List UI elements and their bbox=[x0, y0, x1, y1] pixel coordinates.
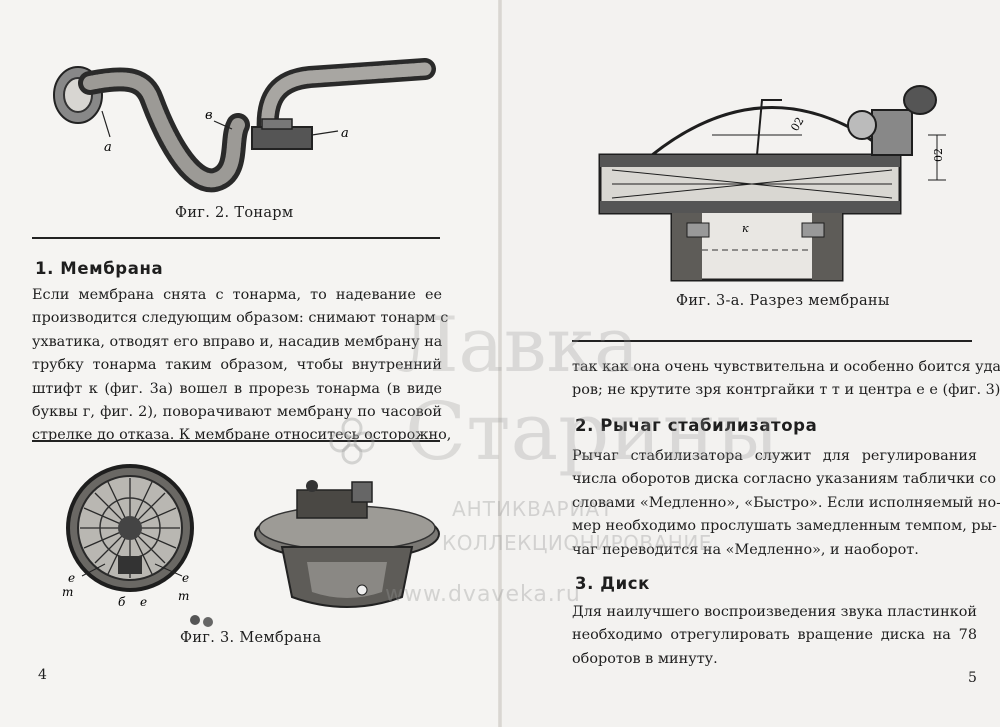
text-line: производится следующим образом: снимают … bbox=[32, 310, 449, 327]
fig3-label-e1: е bbox=[68, 571, 75, 585]
fig2-label-v: в bbox=[205, 108, 213, 123]
right-page bbox=[500, 0, 1000, 727]
fig3-label-b: б bbox=[118, 595, 126, 609]
section3-paragraph: Для наилучшего воспроизведения звука пла… bbox=[572, 601, 977, 671]
text-line: мер необходимо прослушать замедленным те… bbox=[572, 518, 997, 535]
membrane-cross-section-illustration: 02 02 к bbox=[598, 85, 946, 282]
membrane-front-illustration: е т б е т е bbox=[62, 464, 194, 609]
section1-heading: 1. Мембрана bbox=[35, 259, 164, 278]
continuation-paragraph: так как она очень чувствительна и особен… bbox=[572, 356, 1000, 403]
text-line: оборотов в минуту. bbox=[572, 650, 718, 667]
section2-heading: 2. Рычаг стабилизатора bbox=[575, 416, 818, 435]
fig2-label-a-right: а bbox=[341, 126, 349, 141]
fig2-label-a-left: а bbox=[104, 140, 112, 155]
text-line: ров; не крутите зря контргайки т т и цен… bbox=[572, 382, 1000, 399]
text-line: чаг переводится на «Медленно», и наоборо… bbox=[572, 541, 919, 558]
fig3-label-t2: т bbox=[178, 589, 189, 603]
section2-paragraph: Рычаг стабилизатора служит для регулиров… bbox=[572, 445, 1000, 562]
fig3a-dim-label-right: 02 bbox=[932, 148, 945, 162]
text-line: так как она очень чувствительна и особен… bbox=[572, 359, 1000, 375]
screw-parts-illustration bbox=[190, 615, 213, 627]
text-line: буквы г, фиг. 2), поворачивают мембрану … bbox=[32, 404, 442, 421]
section3-heading: 3. Диск bbox=[575, 574, 650, 593]
text-line: числа оборотов диска согласно указаниям … bbox=[572, 471, 996, 488]
text-line: Для наилучшего воспроизведения звука пла… bbox=[572, 604, 977, 620]
text-line: словами «Медленно», «Быстро». Если испол… bbox=[572, 494, 1000, 511]
divider bbox=[32, 237, 440, 239]
fig3-label-e3: е bbox=[140, 595, 147, 609]
fig3-label-e2: е bbox=[182, 571, 189, 585]
membrane-side-illustration bbox=[254, 480, 440, 608]
text-line: Если мембрана снята с тонарма, то надева… bbox=[32, 287, 442, 303]
section1-paragraph: Если мембрана снята с тонарма, то надева… bbox=[32, 284, 452, 448]
page-fold bbox=[498, 0, 502, 727]
fig3-label-t1: т bbox=[62, 585, 73, 599]
fig3a-dim-label-top: 02 bbox=[788, 115, 806, 134]
text-line: штифт к (фиг. 3а) вошел в прорезь тонарм… bbox=[32, 380, 442, 397]
text-line: трубку тонарма таким образом, чтобы внут… bbox=[32, 357, 442, 374]
text-line: Рычаг стабилизатора служит для регулиров… bbox=[572, 448, 977, 464]
tonearm-illustration: а в а bbox=[53, 58, 436, 193]
figure3-caption: Фиг. 3. Мембрана bbox=[180, 630, 322, 646]
text-line: стрелке до отказа. К мембране относитесь… bbox=[32, 427, 452, 444]
divider bbox=[572, 340, 972, 342]
divider bbox=[32, 440, 440, 442]
figure2-caption: Фиг. 2. Тонарм bbox=[175, 205, 294, 221]
text-line: необходимо отрегулировать вращение диска… bbox=[572, 627, 977, 644]
text-line: ухватика, отводят его вправо и, насадив … bbox=[32, 333, 443, 350]
page-number-right: 5 bbox=[968, 670, 977, 686]
figure3a-caption: Фиг. 3-а. Разрез мембраны bbox=[676, 293, 890, 309]
fig3a-label-k: к bbox=[742, 222, 749, 235]
page-number-left: 4 bbox=[38, 667, 47, 683]
watermark-flower-icon bbox=[329, 417, 375, 465]
